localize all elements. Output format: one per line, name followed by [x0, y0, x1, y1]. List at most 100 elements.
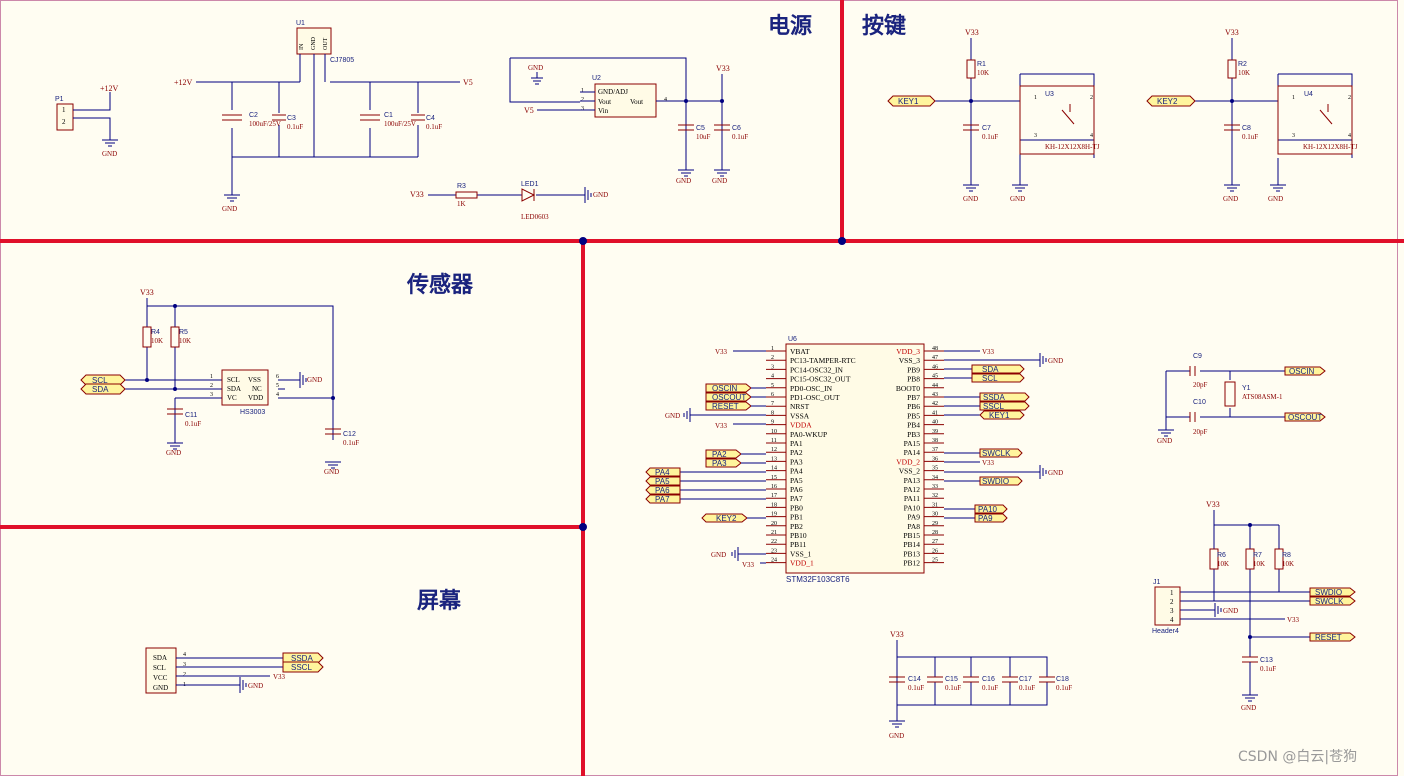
mcu-right-pin-name: PA12 [904, 485, 921, 494]
k2-gnd1: GND [1223, 195, 1238, 203]
mcu-left-pin-name: PA6 [790, 485, 803, 494]
port-oscout-xtal-text: OSCOUT [1288, 413, 1322, 422]
mcu-left-pin-num: 12 [771, 447, 777, 453]
mcu-right-pin-name: PA9 [907, 513, 920, 522]
c13-gnd: GND [1241, 704, 1256, 712]
mcu-vss3-gnd: GND [1048, 357, 1063, 365]
decoup-gnd: GND [889, 732, 904, 740]
port-key2 [1146, 95, 1196, 107]
r6-value: 10K [1217, 560, 1229, 568]
k1-gnd2: GND [1010, 195, 1025, 203]
port-pa5 [645, 476, 681, 486]
hs-num1: 1 [210, 374, 213, 380]
u1-part: CJ7805 [330, 57, 354, 64]
oled-pin-gnd: GND [153, 684, 168, 692]
j1-label: J1 [1153, 579, 1161, 586]
mcu-right-pin-num: 27 [932, 539, 938, 545]
mcu-left-pin-name: VDDA [790, 421, 812, 430]
port-pa3 [705, 458, 742, 468]
port-sscl [282, 661, 324, 673]
mcu-left-pin-name: PB11 [790, 540, 807, 549]
junction-dot [579, 237, 587, 245]
oled-pin-sda: SDA [153, 654, 167, 662]
r3-value: 1K [457, 200, 466, 208]
mcu-right-pin-name: PB7 [907, 393, 920, 402]
mcu-left-pin-num: 23 [771, 548, 777, 554]
mcu-right-pin-name: PA15 [904, 439, 921, 448]
mcu-left-pin-name: PA4 [790, 467, 803, 476]
led-symbol [521, 188, 536, 202]
c7-value: 0.1uF [982, 133, 998, 141]
c6-gnd: GND [712, 177, 727, 185]
u4-part: KH-12X12X8H-TJ [1303, 143, 1358, 151]
mcu-left-pin-num: 20 [771, 521, 777, 527]
mcu-left-pin-num: 2 [771, 355, 774, 361]
c15-value: 0.1uF [945, 684, 961, 692]
mcu-right-pin-num: 28 [932, 530, 938, 536]
mcu-left-pin-num: 18 [771, 502, 777, 508]
u4-pin1: 1 [1292, 95, 1295, 101]
u4-pin2: 2 [1348, 95, 1351, 101]
hs-num3: 3 [210, 392, 213, 398]
p1-label: P1 [55, 96, 64, 103]
u2-num1: 1 [581, 88, 584, 94]
section-title-screen: 屏幕 [417, 589, 462, 614]
mcu-right-pin-num: 31 [932, 502, 938, 508]
watermark: CSDN @白云|苍狗 [1238, 749, 1357, 765]
mcu-right-pin-name: PA11 [904, 494, 920, 503]
oled-num3: 3 [183, 662, 186, 668]
oled-num2: 2 [183, 672, 186, 678]
mcu-left-pin-num: 16 [771, 484, 777, 490]
k1-v33: V33 [965, 28, 979, 37]
hs-num2: 2 [210, 383, 213, 389]
j1-pin4: 4 [1170, 616, 1174, 624]
mcu-right-pin-name: PB8 [907, 375, 920, 384]
hs-num6: 6 [276, 374, 279, 380]
j1-pin1: 1 [1170, 589, 1174, 597]
c4-value: 0.1uF [426, 123, 442, 131]
hs3003-chip [221, 369, 269, 406]
stm32-chip [785, 343, 925, 574]
mcu-right-pin-name: PA13 [904, 476, 921, 485]
mcu-right-pin-name: VSS_3 [899, 356, 921, 365]
port-pa4-text: PA4 [655, 468, 670, 477]
net-v5: V5 [463, 78, 473, 87]
y1-value: ATS08ASM-1 [1242, 393, 1283, 401]
c12-value: 0.1uF [343, 439, 359, 447]
port-swclk-hdr-text: SWCLK [1315, 597, 1344, 606]
mcu-left-pin-name: PA3 [790, 457, 803, 466]
mcu-right-pin-num: 33 [932, 484, 938, 490]
mcu-right-pins: 48VDD_347VSS_346PB945PB844BOOT043PB742PB… [896, 346, 944, 568]
port-swclk-mcu [979, 448, 1023, 458]
port-sda [80, 383, 126, 395]
c12-label: C12 [343, 431, 356, 438]
port-swclk-mcu-text: SWCLK [982, 449, 1011, 458]
mcu-left-pin-name: PB10 [790, 531, 807, 540]
u2-pin-adj: GND/ADJ [598, 88, 628, 96]
mcu-left-pin-name: PD1-OSC_OUT [790, 393, 840, 402]
mcu-right-pin-name: PB13 [903, 549, 920, 558]
mcu-right-pin-num: 43 [932, 392, 938, 398]
hs-pin-nc: NC [252, 385, 262, 393]
mcu-left-pin-num: 22 [771, 539, 777, 545]
u2-v33: V33 [716, 64, 730, 73]
mcu-right-pin-num: 38 [932, 438, 938, 444]
u1-label: U1 [296, 20, 305, 27]
mcu-left-pin-name: VBAT [790, 347, 810, 356]
c13-label: C13 [1260, 657, 1273, 664]
mcu-left-pin-name: PA0-WKUP [790, 430, 827, 439]
r1-label: R1 [977, 61, 986, 68]
led-label: LED1 [521, 181, 539, 188]
mcu-right-pin-num: 39 [932, 429, 938, 435]
junction-dot [579, 523, 587, 531]
mcu-right-pin-num: 26 [932, 548, 938, 554]
c14-label: C14 [908, 676, 921, 683]
port-oscout-text: OSCOUT [712, 393, 746, 402]
port-ssda [282, 652, 324, 664]
mcu-left-pin-name: VDD_1 [790, 559, 814, 568]
mcu-left-pin-name: PC13-TAMPER-RTC [790, 356, 856, 365]
mcu-left-pin-num: 24 [771, 558, 777, 564]
mcu-right-pin-name: PA14 [904, 448, 921, 457]
mcu-right-pin-name: PA10 [904, 503, 921, 512]
